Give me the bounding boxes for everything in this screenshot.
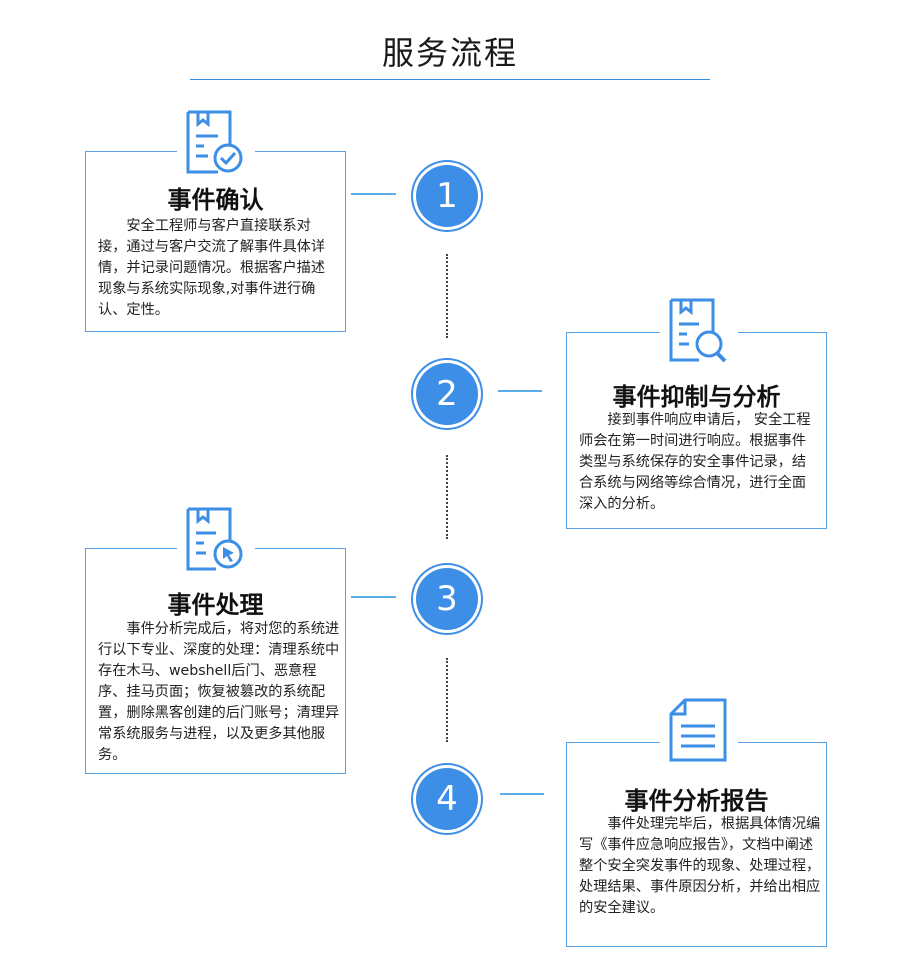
step-description: 事件处理完毕后，根据具体情况编写《事件应急响应报告》，文档中阐述整个安全突发事件… xyxy=(579,816,821,916)
document-search-icon xyxy=(660,296,738,368)
step-title: 事件确认 xyxy=(167,186,264,214)
page-title: 服务流程 xyxy=(381,34,518,72)
step-description: 安全工程师与客户直接联系对接，通过与客户交流了解事件具体详情，并记录问题情况。根… xyxy=(98,218,326,318)
step-number-badge-1: 1 xyxy=(416,165,478,227)
step-title: 事件处理 xyxy=(167,591,264,619)
step-number-badge-4: 4 xyxy=(416,768,478,830)
title-underline xyxy=(190,79,710,80)
step-title: 事件分析报告 xyxy=(624,787,769,815)
step-number-badge-3: 3 xyxy=(416,568,478,630)
step-card-4: 事件分析报告 事件处理完毕后，根据具体情况编写《事件应急响应报告》，文档中阐述整… xyxy=(566,742,827,947)
step-description: 事件分析完成后，将对您的系统进行以下专业、深度的处理：清理系统中存在木马、web… xyxy=(98,621,340,763)
document-cursor-icon xyxy=(177,505,255,577)
step-card-1: 事件确认 安全工程师与客户直接联系对接，通过与客户交流了解事件具体详情，并记录问… xyxy=(85,151,346,332)
timeline-dots-2 xyxy=(446,455,448,539)
connector-line-2 xyxy=(498,390,542,392)
connector-line-1 xyxy=(351,193,396,195)
connector-line-4 xyxy=(500,793,544,795)
timeline-dots-1 xyxy=(446,254,448,338)
document-lines-icon xyxy=(660,696,738,768)
step-card-3: 事件处理 事件分析完成后，将对您的系统进行以下专业、深度的处理：清理系统中存在木… xyxy=(85,548,346,774)
step-title: 事件抑制与分析 xyxy=(612,383,781,411)
step-number-badge-2: 2 xyxy=(416,363,478,425)
document-check-icon xyxy=(177,108,255,180)
timeline-dots-3 xyxy=(446,658,448,742)
connector-line-3 xyxy=(351,596,396,598)
step-description: 接到事件响应申请后， 安全工程师会在第一时间进行响应。根据事件类型与系统保存的安… xyxy=(579,412,811,512)
step-card-2: 事件抑制与分析 接到事件响应申请后， 安全工程师会在第一时间进行响应。根据事件类… xyxy=(566,332,827,529)
